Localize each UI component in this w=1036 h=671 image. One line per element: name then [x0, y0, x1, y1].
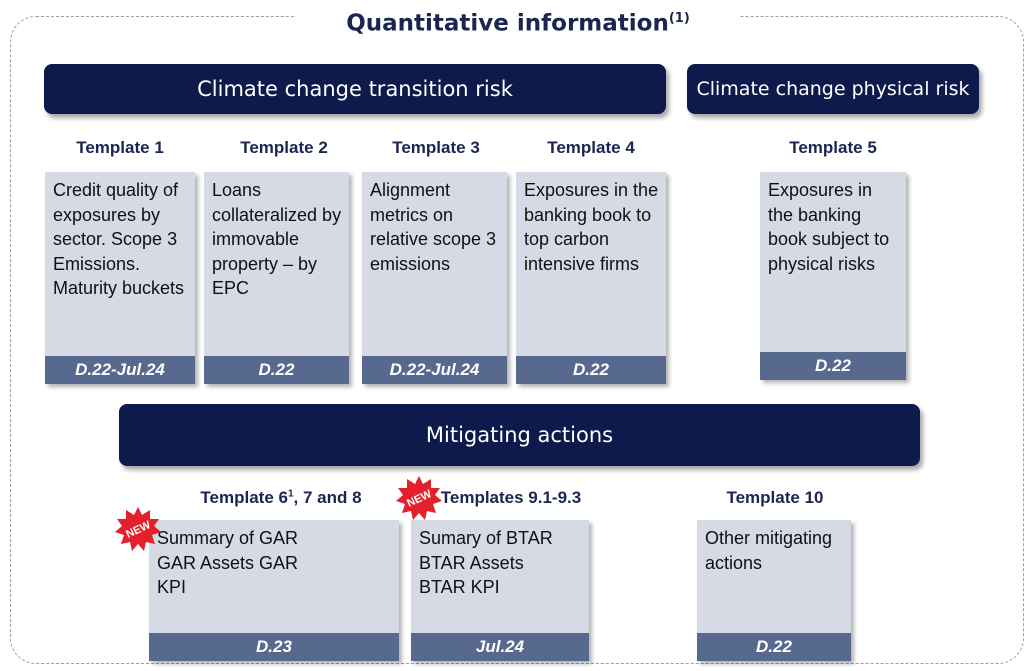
template-5-box: Exposures in the banking book subject to…: [760, 172, 906, 380]
template-1-description: Credit quality of exposures by sector. S…: [53, 180, 185, 298]
template-10-label: Template 10: [726, 488, 824, 507]
template-1-label: Template 1: [76, 138, 164, 157]
page-title: Quantitative information(1): [296, 1, 740, 39]
template-1-date: D.22-Jul.24: [45, 356, 195, 384]
template-2-label: Template 2: [240, 138, 328, 157]
template-2-description: Loans collateralized by immovable proper…: [212, 180, 342, 298]
templates-9-date: Jul.24: [411, 633, 589, 661]
template-4-date: D.22: [516, 356, 666, 384]
transition-risk-banner: Climate change transition risk: [44, 64, 666, 114]
physical-risk-banner: Climate change physical risk: [687, 64, 979, 114]
new-badge-icon: NEW: [115, 507, 161, 551]
template-6-7-8-label: Template 61, 7 and 8: [200, 488, 362, 507]
template-3-box: Alignment metrics on relative scope 3 em…: [362, 172, 507, 384]
template-5-date: D.22: [760, 352, 906, 380]
templates-9-description: Sumary of BTAR BTAR Assets BTAR KPI: [419, 528, 553, 597]
template-10-box: Other mitigating actions D.22: [697, 520, 851, 661]
mitigating-actions-banner: Mitigating actions: [119, 404, 920, 466]
template-4-box: Exposures in the banking book to top car…: [516, 172, 666, 384]
template-6-7-8-description: Summary of GAR GAR Assets GAR KPI: [157, 528, 299, 597]
template-5-description: Exposures in the banking book subject to…: [768, 180, 890, 274]
template-4-description: Exposures in the banking book to top car…: [524, 180, 659, 274]
template-10-description: Other mitigating actions: [705, 528, 833, 573]
template-4-label: Template 4: [547, 138, 635, 157]
template-6-7-8-date: D.23: [149, 633, 399, 661]
template-2-date: D.22: [204, 356, 349, 384]
template-10-date: D.22: [697, 633, 851, 661]
template-5-label: Template 5: [789, 138, 877, 157]
template-3-label: Template 3: [392, 138, 480, 157]
template-3-description: Alignment metrics on relative scope 3 em…: [370, 180, 497, 274]
templates-9-box: Sumary of BTAR BTAR Assets BTAR KPI Jul.…: [411, 520, 589, 661]
template-2-box: Loans collateralized by immovable proper…: [204, 172, 349, 384]
templates-9-label: Templates 9.1-9.3: [440, 488, 582, 507]
new-badge-icon: NEW: [396, 476, 442, 520]
template-3-date: D.22-Jul.24: [362, 356, 507, 384]
template-1-box: Credit quality of exposures by sector. S…: [45, 172, 195, 384]
template-6-7-8-box: Summary of GAR GAR Assets GAR KPI D.23: [149, 520, 399, 661]
